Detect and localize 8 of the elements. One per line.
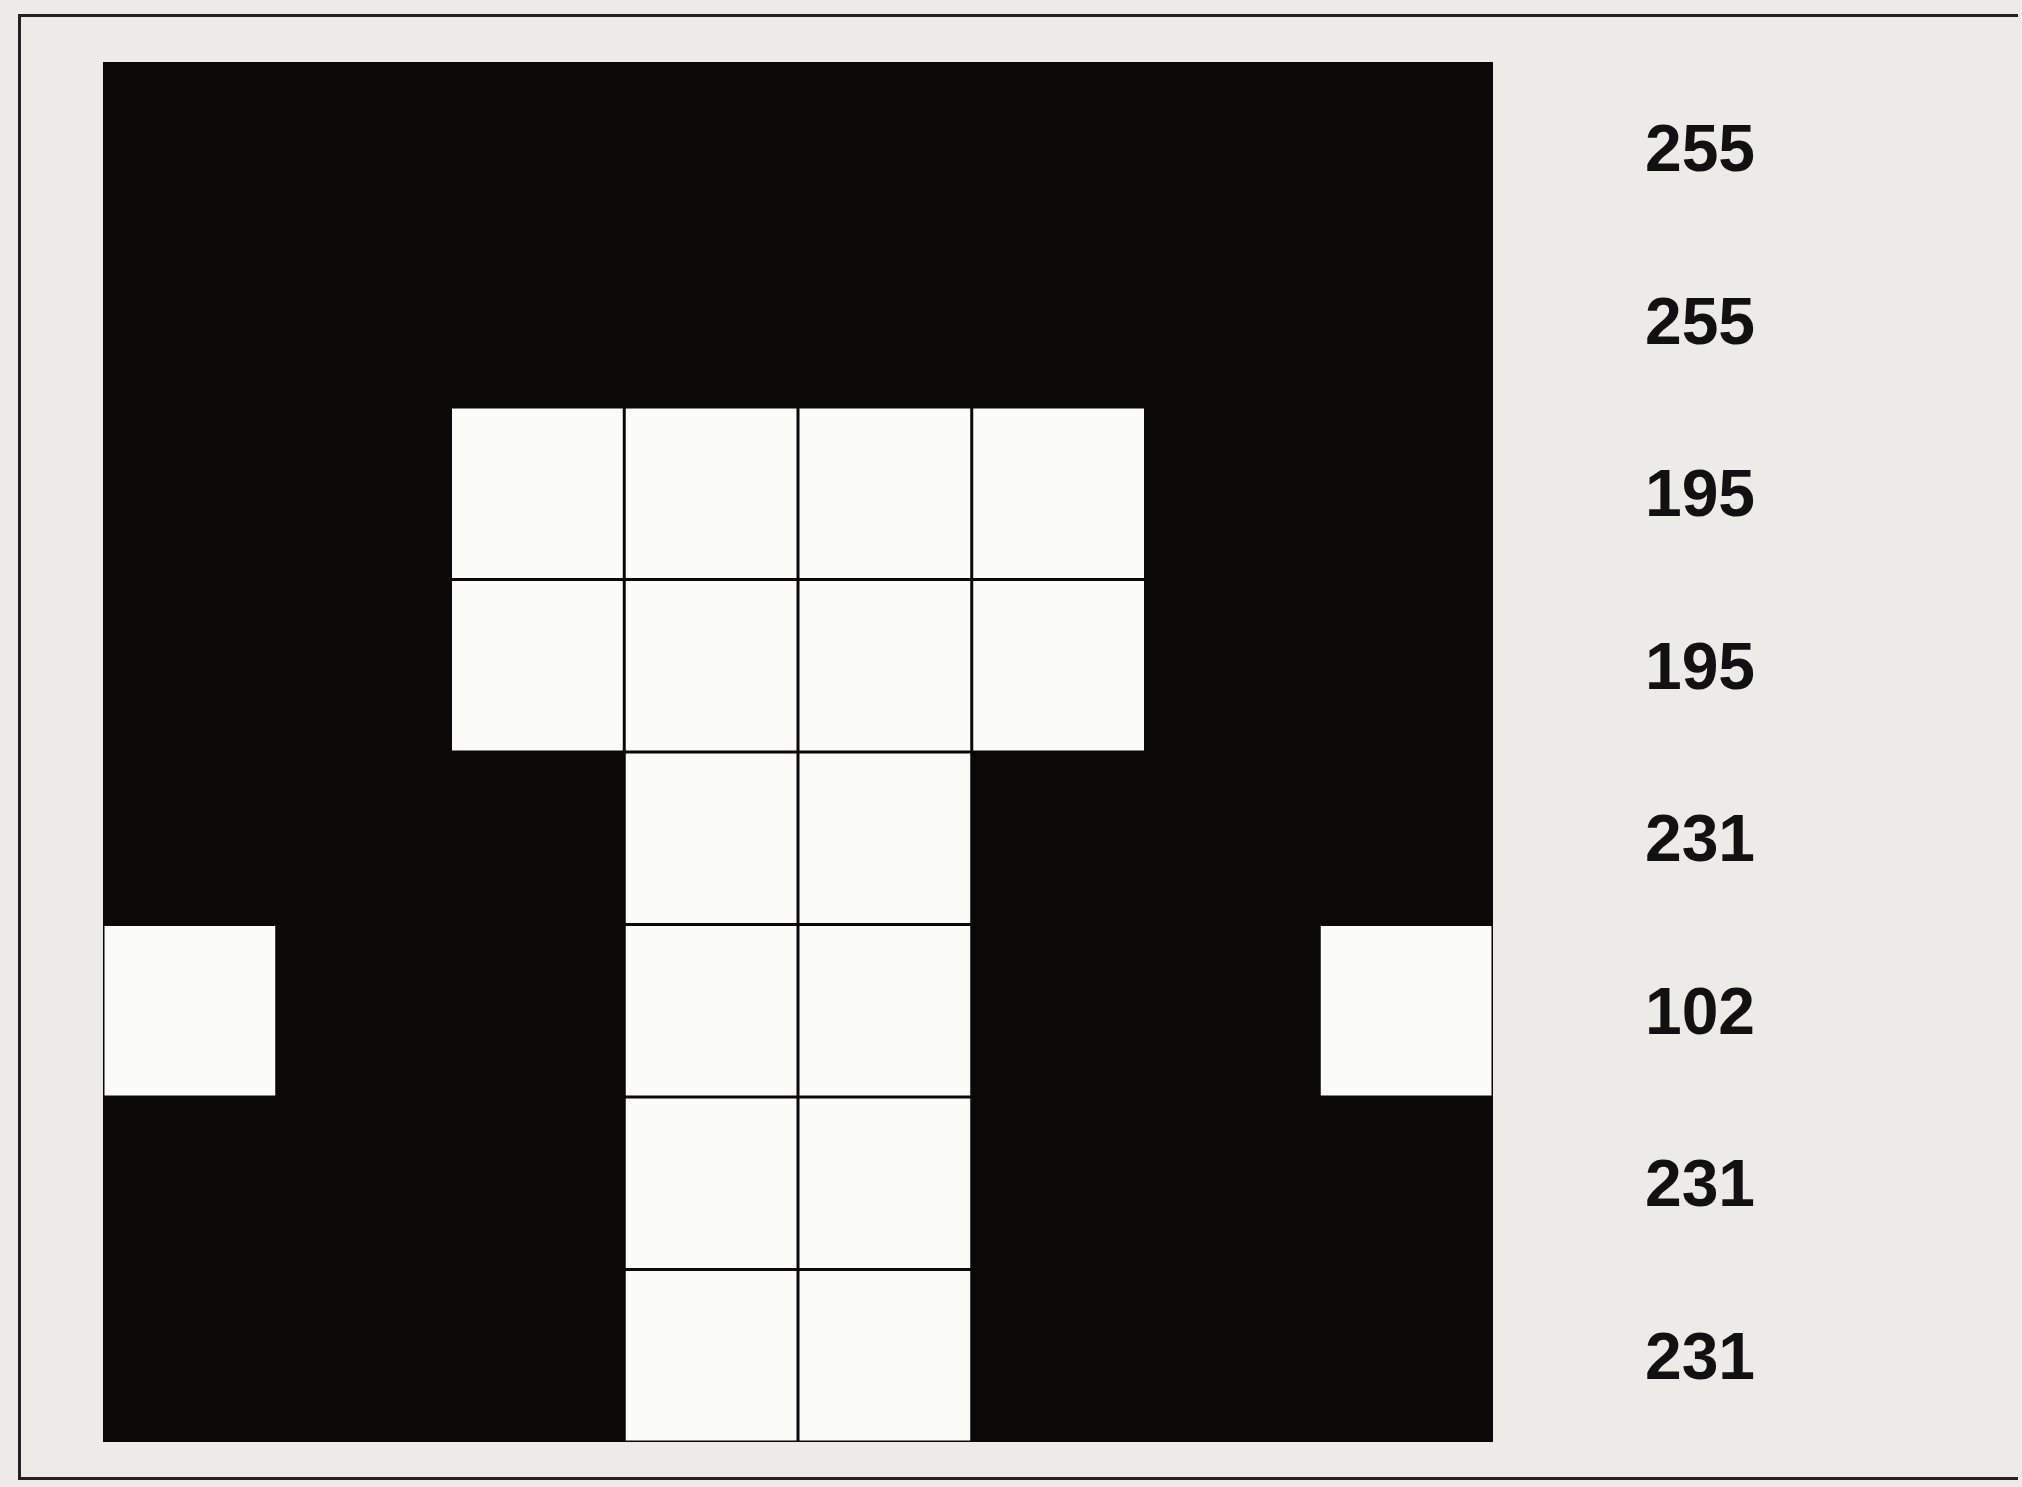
row-value: 231 bbox=[1643, 800, 1757, 878]
row-value: 231 bbox=[1643, 1317, 1757, 1395]
row-value: 231 bbox=[1643, 1145, 1757, 1223]
row-value: 102 bbox=[1643, 972, 1757, 1050]
row-value: 195 bbox=[1643, 627, 1757, 705]
row-value: 255 bbox=[1643, 282, 1757, 360]
row-value: 195 bbox=[1643, 455, 1757, 533]
row-value: 255 bbox=[1643, 110, 1757, 188]
